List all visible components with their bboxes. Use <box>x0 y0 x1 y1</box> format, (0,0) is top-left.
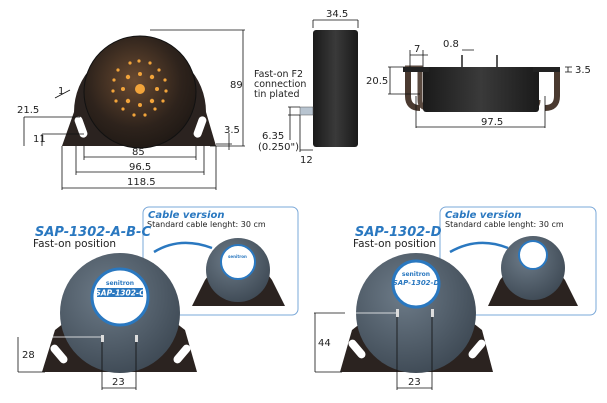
label: 118.5 <box>127 177 156 188</box>
label: Fast-on position <box>33 238 116 250</box>
sounder-side <box>313 30 358 147</box>
faston-pin <box>431 309 434 317</box>
faston-pin <box>135 335 138 342</box>
label: 1 <box>58 86 64 97</box>
label: SAP-1302-D <box>393 279 440 287</box>
label: 21.5 <box>17 105 39 116</box>
faston-pin <box>101 335 104 342</box>
sounder-top <box>423 67 539 112</box>
variant-sap-1302-d: Cable version Standard cable lenght: 30 … <box>314 206 597 390</box>
product-label-small <box>220 244 256 280</box>
label: Fast-on position <box>353 238 436 250</box>
front-view: 89 21.5 11 3.5 85 96.5 118.5 1 <box>17 29 245 190</box>
label: 6.35 <box>262 131 284 142</box>
label: 3.5 <box>224 125 240 136</box>
label: SAP-1302-D <box>355 225 442 240</box>
label: 3.5 <box>575 65 591 76</box>
label: 96.5 <box>129 162 151 173</box>
label: 20.5 <box>366 76 388 87</box>
label: Cable version <box>445 210 522 221</box>
faston-pin <box>396 309 399 317</box>
label: 23 <box>408 377 421 388</box>
label: connection <box>254 79 306 90</box>
label: tin plated <box>254 89 300 100</box>
product-label-small <box>518 240 548 270</box>
label: 97.5 <box>481 117 503 128</box>
label: SAP-1302-C <box>95 289 145 298</box>
faston-terminal <box>299 106 314 116</box>
cable <box>153 241 213 254</box>
label: SAP-1302-A-B-C <box>35 225 151 240</box>
label: Standard cable lenght: 30 cm <box>147 220 266 229</box>
top-view: 7 0.8 3.5 20.5 97.5 <box>366 39 591 128</box>
faston-pins <box>461 55 498 67</box>
variant-sap-1302-abc: Cable version Standard cable lenght: 30 … <box>17 206 299 390</box>
label: (0.250") <box>258 142 299 153</box>
label: senitron <box>106 280 134 287</box>
label: Fast-on F2 <box>254 69 303 80</box>
label: Standard cable lenght: 30 cm <box>445 220 564 229</box>
label: 7 <box>414 44 420 55</box>
label: Cable version <box>148 210 225 221</box>
bracket-left <box>405 68 421 111</box>
label: 28 <box>22 350 35 361</box>
label: 12 <box>300 155 313 166</box>
cable <box>449 241 509 254</box>
sound-holes-icon <box>111 59 168 117</box>
label: 11 <box>33 134 46 145</box>
sounder-face <box>356 253 476 373</box>
label: senitron <box>402 271 430 278</box>
mount-slot-left <box>74 116 88 138</box>
label: 34.5 <box>326 9 348 20</box>
bracket-right <box>544 68 560 111</box>
mount-slot-right <box>193 116 207 138</box>
side-view: 34.5 Fast-on F2 connection tin plated 6.… <box>254 9 359 166</box>
label: 0.8 <box>443 39 459 50</box>
label: senitron <box>228 254 247 259</box>
label: 44 <box>318 338 331 349</box>
label: 23 <box>112 377 125 388</box>
product-label <box>391 259 441 309</box>
label: 85 <box>132 147 145 158</box>
label: 89 <box>230 80 243 91</box>
